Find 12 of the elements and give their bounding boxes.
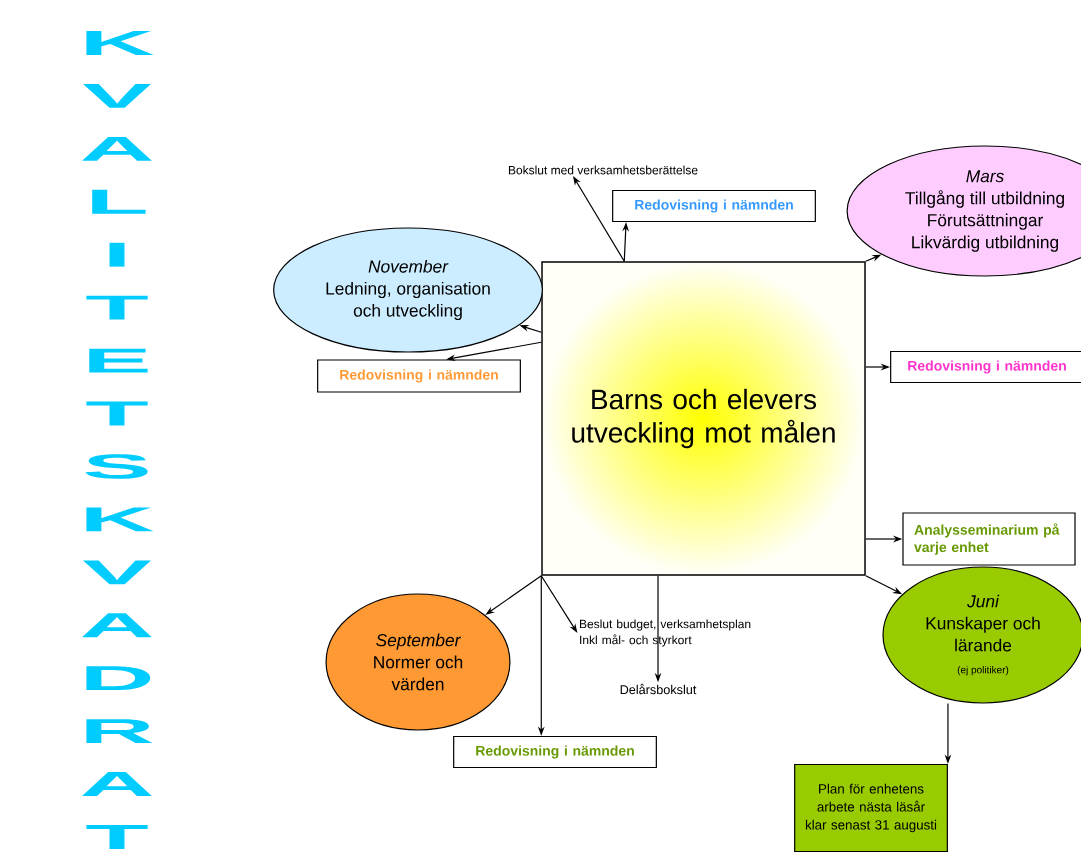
note-text: Bokslut med verksamhetsberättelse (508, 165, 698, 175)
report-box: Redovisning i nämnden (453, 735, 657, 769)
report-box: Redovisning i nämnden (890, 350, 1081, 384)
report-box: Redovisning i nämnden (317, 359, 521, 393)
vertical-title: KVALITETSKVADRAT (82, 31, 154, 849)
seminar-box: Analysseminarium på varje enhet (902, 512, 1076, 566)
plan-box: Plan för enhetens arbete nästa läsår klar senast 31 augusti (794, 763, 948, 852)
arrow (573, 176, 625, 262)
arrow (540, 575, 578, 633)
note-text: Delårsbokslut (620, 683, 697, 695)
center-square: Barns och elevers utveckling mot målen (541, 261, 866, 576)
report-box: Redovisning i nämnden (612, 189, 816, 223)
